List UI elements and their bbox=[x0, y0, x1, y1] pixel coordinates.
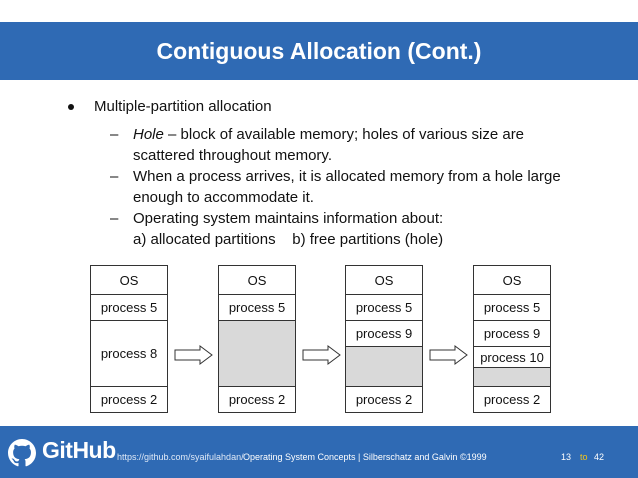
main-bullet-text: Multiple-partition allocation bbox=[94, 98, 272, 115]
footer-reference: Operating System Concepts | Silberschatz… bbox=[243, 452, 487, 462]
memory-column-3: OS process 5 process 9 process 2 bbox=[345, 265, 423, 413]
page-separator: to bbox=[580, 452, 588, 462]
memory-block: process 5 bbox=[474, 295, 550, 321]
slide-footer: GitHub https://github.com/syaifulahdan/ … bbox=[0, 426, 638, 478]
memory-block: process 9 bbox=[346, 321, 422, 347]
memory-column-4: OS process 5 process 9 process 10 proces… bbox=[473, 265, 551, 413]
arrow-right-icon bbox=[429, 345, 468, 365]
footer-url-link[interactable]: https://github.com/syaifulahdan/ bbox=[117, 452, 244, 462]
memory-block: process 2 bbox=[228, 392, 286, 407]
github-wordmark: GitHub bbox=[42, 437, 116, 463]
dash-icon: – bbox=[110, 210, 119, 227]
sub-bullet-line1: Operating system maintains information a… bbox=[133, 210, 444, 227]
arrow-right-icon bbox=[174, 345, 213, 365]
memory-block: process 5 bbox=[91, 295, 167, 321]
memory-column-1: OS process 5 process 8 process 2 bbox=[90, 265, 168, 413]
sub-bullet-text: When a process arrives, it is allocated … bbox=[133, 168, 561, 206]
memory-block: process 9 bbox=[474, 321, 550, 347]
bullet-dot-icon bbox=[68, 104, 74, 110]
memory-block: process 5 bbox=[219, 295, 295, 321]
dash-icon: – bbox=[110, 126, 119, 143]
memory-block: process 10 bbox=[474, 347, 550, 368]
memory-hole bbox=[346, 347, 422, 387]
hole-term: Hole bbox=[133, 126, 164, 143]
memory-hole bbox=[474, 368, 550, 387]
hole-definition: – block of available memory; holes of va… bbox=[133, 126, 525, 164]
dash-icon: – bbox=[110, 168, 119, 185]
slide-title: Contiguous Allocation (Cont.) bbox=[156, 37, 482, 64]
memory-hole bbox=[219, 321, 295, 387]
page-number: 13 bbox=[561, 452, 572, 462]
memory-block: process 2 bbox=[355, 392, 413, 407]
memory-block: process 2 bbox=[483, 392, 541, 407]
sub-bullet-text: Hole – block of available memory; holes … bbox=[133, 124, 563, 166]
page-total: 42 bbox=[594, 452, 605, 462]
memory-block: process 8 bbox=[91, 321, 167, 387]
memory-block: OS bbox=[91, 266, 167, 295]
arrow-right-icon bbox=[302, 345, 341, 365]
slide-title-bar: Contiguous Allocation (Cont.) bbox=[0, 22, 638, 80]
github-octocat-icon bbox=[8, 439, 36, 467]
sub-bullet-text: Operating system maintains information a… bbox=[133, 208, 563, 250]
memory-block: OS bbox=[219, 266, 295, 295]
memory-block: OS bbox=[346, 266, 422, 295]
sub-bullet-line2: a) allocated partitions b) free partitio… bbox=[133, 231, 444, 248]
memory-block: OS bbox=[474, 266, 550, 295]
memory-block: process 5 bbox=[346, 295, 422, 321]
memory-block: process 2 bbox=[100, 392, 158, 407]
memory-column-2: OS process 5 process 2 bbox=[218, 265, 296, 413]
